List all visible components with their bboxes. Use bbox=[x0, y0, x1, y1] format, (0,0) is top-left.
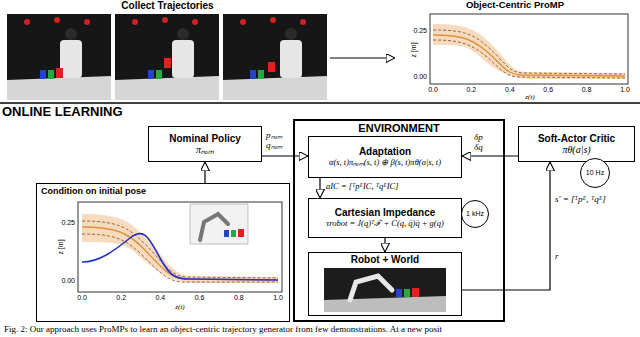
node-title: Adaptation bbox=[359, 146, 411, 158]
node-title: Object-Centric ProMP bbox=[466, 0, 564, 11]
node-formula: πₙₒₘ bbox=[196, 144, 214, 156]
connector bbox=[330, 57, 395, 58]
rate-circle: 10 Hz bbox=[580, 158, 610, 188]
promp-plot bbox=[430, 14, 628, 84]
process-box: Adaptationα(s, t)πₙₒₘ(s, t) ⊕ β(s, t)πθ(… bbox=[308, 136, 462, 178]
connector bbox=[262, 155, 308, 156]
node-title: Condition on initial pose bbox=[41, 186, 146, 196]
connector bbox=[462, 155, 518, 156]
axis-label: z [m] bbox=[57, 239, 64, 254]
rate-circle: 1 kHz bbox=[461, 200, 489, 228]
edge-label: pₙₒₘ qₙₒₘ bbox=[266, 131, 282, 151]
node-title: Nominal Policy bbox=[169, 133, 241, 145]
node-title: Collect Trajectories bbox=[121, 0, 213, 12]
edge-label: r bbox=[555, 252, 559, 262]
node-title: 1 kHz bbox=[466, 210, 484, 218]
node-formula: α(s, t)πₙₒₘ(s, t) ⊕ β(s, t)πθ(a|s, t) bbox=[329, 158, 441, 168]
tick-label: 0.0 bbox=[77, 294, 87, 301]
node-title: Cartesian Impedance bbox=[335, 207, 436, 219]
panel: Collect Trajectories bbox=[5, 0, 330, 100]
node-formula: τrobot = J(q)ᵀℱ + C(q, q̇)q̇ + g(q) bbox=[326, 219, 444, 229]
figure-caption: Fig. 2: Our approach uses ProMPs to lear… bbox=[4, 325, 442, 335]
tick-label: 0.2 bbox=[467, 86, 477, 93]
node-title: 10 Hz bbox=[586, 169, 604, 177]
tick-label: 1.0 bbox=[620, 86, 630, 93]
section-heading: ONLINE LEARNING bbox=[2, 105, 123, 118]
connector bbox=[384, 238, 385, 252]
panel: Condition on initial pose bbox=[36, 183, 290, 322]
robot-photo bbox=[324, 268, 446, 312]
tick-label: 0.00 bbox=[61, 277, 75, 284]
tick-label: 0.4 bbox=[505, 86, 515, 93]
tick-label: 0.6 bbox=[543, 86, 553, 93]
edge-label: δp δq bbox=[474, 133, 483, 153]
node-title: ENVIRONMENT bbox=[358, 122, 439, 135]
process-box: Soft-Actor Criticπθ(a|s) bbox=[518, 126, 635, 162]
axis-label: z [m] bbox=[410, 42, 417, 57]
tick-label: 0.8 bbox=[582, 86, 592, 93]
connector bbox=[462, 162, 550, 290]
connector bbox=[319, 178, 320, 198]
node-title: Soft-Actor Critic bbox=[538, 133, 615, 145]
connector bbox=[204, 162, 205, 183]
tick-label: 0.4 bbox=[156, 294, 166, 301]
demo-photo bbox=[115, 14, 219, 100]
tick-label: 0.2 bbox=[116, 294, 126, 301]
conditioned-plot bbox=[78, 202, 282, 292]
tick-label: 1.0 bbox=[273, 294, 283, 301]
tick-label: 0.8 bbox=[234, 294, 244, 301]
demo-photo bbox=[7, 14, 111, 100]
process-box: Nominal Policyπₙₒₘ bbox=[148, 126, 262, 162]
panel: Object-Centric ProMP bbox=[395, 0, 635, 100]
edge-label: aIC = [ᵀpᴱIC, ᵀqᴱIC] bbox=[326, 182, 399, 191]
process-box: Robot + World bbox=[308, 252, 462, 316]
tick-label: 0.0 bbox=[428, 86, 438, 93]
node-formula: πθ(a|s) bbox=[562, 144, 590, 156]
axis-label: z(t) bbox=[175, 304, 184, 311]
tick-label: 0.25 bbox=[61, 219, 75, 226]
tick-label: 0.00 bbox=[413, 73, 427, 80]
tick-label: 0.25 bbox=[413, 27, 427, 34]
tick-label: 0.6 bbox=[195, 294, 205, 301]
axis-label: z(t) bbox=[525, 94, 534, 101]
demo-photo bbox=[223, 14, 327, 100]
signal-label: s′ = [ᵀpᴱ, ᵀqᴱ] bbox=[555, 195, 606, 204]
node-title: Robot + World bbox=[351, 254, 419, 266]
process-box: Cartesian Impedanceτrobot = J(q)ᵀℱ + C(q… bbox=[308, 198, 462, 238]
